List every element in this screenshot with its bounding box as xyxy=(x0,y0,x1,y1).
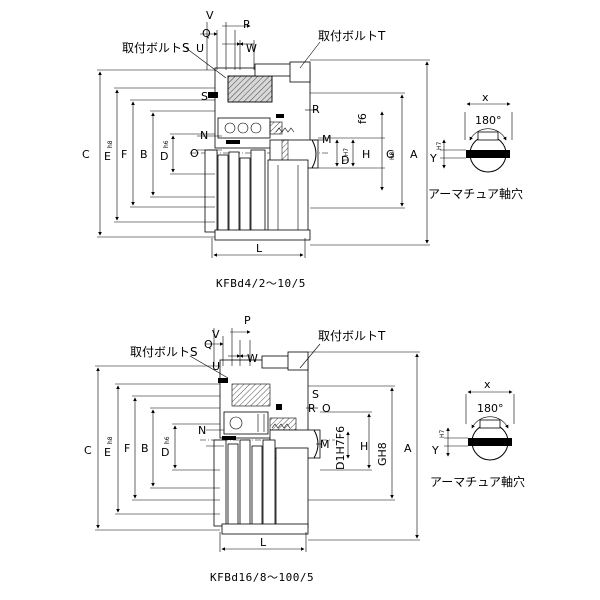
armature-hole-detail-bottom: x 180° Y H7 アーマチュア軸穴 xyxy=(430,378,525,489)
dim-E-sub: h8 xyxy=(107,140,114,148)
dim-D-sub: h6 xyxy=(164,436,171,444)
dim-Y: Y xyxy=(431,444,439,457)
right-dimensions xyxy=(308,351,420,541)
dim-S: S xyxy=(201,90,208,103)
dim-F: F xyxy=(124,442,130,455)
dim-B: B xyxy=(141,442,149,455)
bolt-s-label: 取付ボルトS xyxy=(130,345,198,359)
dim-E: E xyxy=(104,150,111,163)
dim-P: P xyxy=(243,18,250,31)
dim-R: R xyxy=(308,402,316,415)
top-dimensions xyxy=(200,22,255,70)
diagram-top: V P Q U W 取付ボルトS 取付ボルトT S R N M O C E h8… xyxy=(82,9,523,290)
dim-GH8: GH8 xyxy=(376,442,389,466)
brake-body xyxy=(204,61,319,241)
dim-D1: D xyxy=(341,154,349,167)
bolt-t-label: 取付ボルトT xyxy=(318,329,386,343)
dim-Y: Y xyxy=(429,152,437,165)
dim-W: W xyxy=(246,42,257,55)
dim-D1H7F6: D1H7F6 xyxy=(334,426,347,470)
dim-P: P xyxy=(244,314,251,327)
dim-L: L xyxy=(256,242,263,255)
dim-O: O xyxy=(322,402,331,415)
dim-A: A xyxy=(404,442,412,455)
brake-body xyxy=(213,351,321,535)
dim-Y-sub: H7 xyxy=(439,429,446,438)
dim-U: U xyxy=(212,360,220,373)
dim-G-sub: H8 xyxy=(389,151,396,160)
dim-B: B xyxy=(140,148,148,161)
left-dimensions xyxy=(97,69,215,238)
diagram-bottom: V P Q U W 取付ボルトS 取付ボルトT S R N M O C E h8… xyxy=(84,314,525,584)
angle-label: 180° xyxy=(475,114,502,127)
dim-Q: Q xyxy=(202,27,211,40)
bolt-s-label: 取付ボルトS xyxy=(122,41,190,55)
dim-x: x xyxy=(482,91,489,104)
armature-hole-label: アーマチュア軸穴 xyxy=(428,186,523,201)
left-dimensions xyxy=(95,365,220,531)
dim-M: M xyxy=(322,133,332,146)
dim-Y-sub: H7 xyxy=(436,141,443,150)
caption-bottom: KFBd16/8～100/5 xyxy=(210,571,314,584)
dim-M: M xyxy=(320,438,330,451)
angle-label: 180° xyxy=(477,402,504,415)
dim-U: U xyxy=(196,42,204,55)
dim-D: D xyxy=(161,446,169,459)
top-dimensions xyxy=(206,328,251,366)
dim-f6: f6 xyxy=(356,113,369,124)
dim-N: N xyxy=(200,129,208,142)
dim-Q: Q xyxy=(204,338,213,351)
dim-x: x xyxy=(484,378,491,391)
dim-G: G xyxy=(386,148,395,161)
dim-H: H xyxy=(360,440,368,453)
dim-D-sub: h6 xyxy=(163,140,170,148)
dim-V: V xyxy=(206,9,214,22)
dim-C: C xyxy=(84,444,92,457)
dim-F: F xyxy=(121,148,127,161)
right-dimensions xyxy=(310,59,430,246)
armature-hole-detail-top: x 180° Y H7 アーマチュア軸穴 xyxy=(428,91,523,201)
dim-D1-sub: 1 H7 xyxy=(343,148,350,162)
dim-S: S xyxy=(312,388,319,401)
dim-N: N xyxy=(198,424,206,437)
dim-C: C xyxy=(82,148,90,161)
dim-E: E xyxy=(104,446,111,459)
dim-E-sub: h8 xyxy=(107,436,114,444)
armature-hole-label: アーマチュア軸穴 xyxy=(430,474,525,489)
dim-W: W xyxy=(247,352,258,365)
caption-top: KFBd4/2～10/5 xyxy=(216,277,306,290)
dim-R: R xyxy=(312,103,320,116)
dim-H: H xyxy=(362,148,370,161)
dim-L: L xyxy=(260,536,267,549)
bolt-t-label: 取付ボルトT xyxy=(318,29,386,43)
dim-A: A xyxy=(410,148,418,161)
dim-D: D xyxy=(160,150,168,163)
dim-O: O xyxy=(190,147,199,160)
dim-V: V xyxy=(212,328,220,341)
